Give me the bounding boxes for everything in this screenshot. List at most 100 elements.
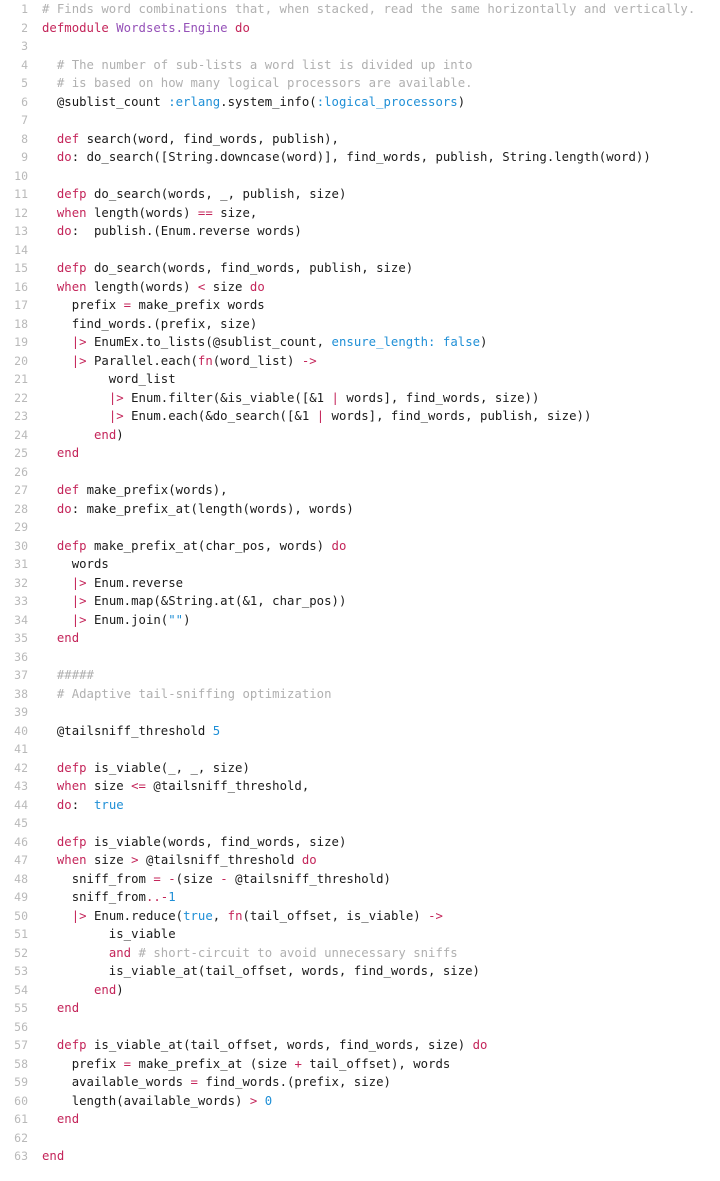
code-line-content[interactable]: do: do_search([String.downcase(word)], f… <box>42 148 720 167</box>
code-line-content[interactable]: |> Enum.map(&String.at(&1, char_pos)) <box>42 592 720 611</box>
code-line[interactable]: 5 # is based on how many logical process… <box>0 74 720 93</box>
code-line[interactable]: 34 |> Enum.join("") <box>0 611 720 630</box>
code-line[interactable]: 42 defp is_viable(_, _, size) <box>0 759 720 778</box>
code-line[interactable]: 62 <box>0 1129 720 1148</box>
code-line[interactable]: 18 find_words.(prefix, size) <box>0 315 720 334</box>
code-line[interactable]: 38 # Adaptive tail-sniffing optimization <box>0 685 720 704</box>
code-line[interactable]: 30 defp make_prefix_at(char_pos, words) … <box>0 537 720 556</box>
code-line-content[interactable]: is_viable_at(tail_offset, words, find_wo… <box>42 962 720 981</box>
code-line-content[interactable]: do: true <box>42 796 720 815</box>
code-line[interactable]: 33 |> Enum.map(&String.at(&1, char_pos)) <box>0 592 720 611</box>
code-line[interactable]: 3 <box>0 37 720 56</box>
code-line[interactable]: 28 do: make_prefix_at(length(words), wor… <box>0 500 720 519</box>
code-line-content[interactable] <box>42 1129 720 1148</box>
code-line-content[interactable]: def make_prefix(words), <box>42 481 720 500</box>
code-line-content[interactable]: defp do_search(words, _, publish, size) <box>42 185 720 204</box>
code-line-content[interactable]: available_words = find_words.(prefix, si… <box>42 1073 720 1092</box>
code-line[interactable]: 44 do: true <box>0 796 720 815</box>
code-line-content[interactable]: def search(word, find_words, publish), <box>42 130 720 149</box>
code-line[interactable]: 29 <box>0 518 720 537</box>
code-line[interactable]: 45 <box>0 814 720 833</box>
code-line-content[interactable]: find_words.(prefix, size) <box>42 315 720 334</box>
code-line-content[interactable]: |> Enum.reduce(true, fn(tail_offset, is_… <box>42 907 720 926</box>
code-line-content[interactable] <box>42 1018 720 1037</box>
code-line[interactable]: 58 prefix = make_prefix_at (size + tail_… <box>0 1055 720 1074</box>
code-line-content[interactable]: defp is_viable(words, find_words, size) <box>42 833 720 852</box>
code-line-content[interactable]: # Finds word combinations that, when sta… <box>42 0 720 19</box>
code-line-content[interactable]: when length(words) == size, <box>42 204 720 223</box>
code-line[interactable]: 36 <box>0 648 720 667</box>
code-line[interactable]: 57 defp is_viable_at(tail_offset, words,… <box>0 1036 720 1055</box>
code-line-content[interactable] <box>42 167 720 186</box>
code-line[interactable]: 11 defp do_search(words, _, publish, siz… <box>0 185 720 204</box>
code-line[interactable]: 19 |> EnumEx.to_lists(@sublist_count, en… <box>0 333 720 352</box>
code-line-content[interactable]: sniff_from = -(size - @tailsniff_thresho… <box>42 870 720 889</box>
code-line[interactable]: 4 # The number of sub-lists a word list … <box>0 56 720 75</box>
code-line-content[interactable]: defp is_viable(_, _, size) <box>42 759 720 778</box>
code-line-content[interactable]: end) <box>42 426 720 445</box>
code-line[interactable]: 49 sniff_from..-1 <box>0 888 720 907</box>
code-line-content[interactable]: length(available_words) > 0 <box>42 1092 720 1111</box>
code-line[interactable]: 9 do: do_search([String.downcase(word)],… <box>0 148 720 167</box>
code-line-content[interactable]: |> EnumEx.to_lists(@sublist_count, ensur… <box>42 333 720 352</box>
code-line-content[interactable]: @sublist_count :erlang.system_info(:logi… <box>42 93 720 112</box>
code-line[interactable]: 35 end <box>0 629 720 648</box>
code-line-content[interactable]: |> Enum.reverse <box>42 574 720 593</box>
code-line[interactable]: 12 when length(words) == size, <box>0 204 720 223</box>
code-line-content[interactable] <box>42 241 720 260</box>
code-line[interactable]: 37 ##### <box>0 666 720 685</box>
code-line[interactable]: 47 when size > @tailsniff_threshold do <box>0 851 720 870</box>
code-line[interactable]: 22 |> Enum.filter(&is_viable([&1 | words… <box>0 389 720 408</box>
code-line-content[interactable]: |> Enum.each(&do_search([&1 | words], fi… <box>42 407 720 426</box>
code-line[interactable]: 31 words <box>0 555 720 574</box>
code-line-content[interactable]: do: make_prefix_at(length(words), words) <box>42 500 720 519</box>
code-line[interactable]: 7 <box>0 111 720 130</box>
code-line[interactable]: 52 and # short-circuit to avoid unnecess… <box>0 944 720 963</box>
code-line-content[interactable]: when size > @tailsniff_threshold do <box>42 851 720 870</box>
code-line-content[interactable]: do: publish.(Enum.reverse words) <box>42 222 720 241</box>
code-line-content[interactable]: end <box>42 999 720 1018</box>
code-line-content[interactable]: end) <box>42 981 720 1000</box>
code-line-content[interactable] <box>42 814 720 833</box>
code-line-content[interactable]: @tailsniff_threshold 5 <box>42 722 720 741</box>
code-line[interactable]: 32 |> Enum.reverse <box>0 574 720 593</box>
code-line[interactable]: 60 length(available_words) > 0 <box>0 1092 720 1111</box>
code-line[interactable]: 6 @sublist_count :erlang.system_info(:lo… <box>0 93 720 112</box>
code-line[interactable]: 10 <box>0 167 720 186</box>
code-line[interactable]: 55 end <box>0 999 720 1018</box>
code-line[interactable]: 40 @tailsniff_threshold 5 <box>0 722 720 741</box>
code-line[interactable]: 61 end <box>0 1110 720 1129</box>
code-line-content[interactable]: # The number of sub-lists a word list is… <box>42 56 720 75</box>
code-line-content[interactable]: and # short-circuit to avoid unnecessary… <box>42 944 720 963</box>
code-line-content[interactable]: end <box>42 629 720 648</box>
code-line[interactable]: 59 available_words = find_words.(prefix,… <box>0 1073 720 1092</box>
code-line-content[interactable]: words <box>42 555 720 574</box>
code-line[interactable]: 26 <box>0 463 720 482</box>
code-line[interactable]: 41 <box>0 740 720 759</box>
code-line[interactable]: 8 def search(word, find_words, publish), <box>0 130 720 149</box>
code-line[interactable]: 21 word_list <box>0 370 720 389</box>
code-line[interactable]: 46 defp is_viable(words, find_words, siz… <box>0 833 720 852</box>
code-line[interactable]: 14 <box>0 241 720 260</box>
code-line-content[interactable] <box>42 463 720 482</box>
code-line-content[interactable]: end <box>42 1147 720 1166</box>
code-line-content[interactable]: |> Enum.join("") <box>42 611 720 630</box>
code-line[interactable]: 48 sniff_from = -(size - @tailsniff_thre… <box>0 870 720 889</box>
code-line[interactable]: 17 prefix = make_prefix words <box>0 296 720 315</box>
code-line-content[interactable]: |> Parallel.each(fn(word_list) -> <box>42 352 720 371</box>
code-line-content[interactable] <box>42 648 720 667</box>
code-line-content[interactable]: when size <= @tailsniff_threshold, <box>42 777 720 796</box>
code-line[interactable]: 24 end) <box>0 426 720 445</box>
code-line[interactable]: 27 def make_prefix(words), <box>0 481 720 500</box>
code-line[interactable]: 50 |> Enum.reduce(true, fn(tail_offset, … <box>0 907 720 926</box>
code-line-content[interactable]: defp do_search(words, find_words, publis… <box>42 259 720 278</box>
code-line-content[interactable]: when length(words) < size do <box>42 278 720 297</box>
code-line[interactable]: 16 when length(words) < size do <box>0 278 720 297</box>
code-line-content[interactable]: end <box>42 1110 720 1129</box>
code-line-content[interactable]: defp make_prefix_at(char_pos, words) do <box>42 537 720 556</box>
code-line-content[interactable] <box>42 111 720 130</box>
code-line[interactable]: 43 when size <= @tailsniff_threshold, <box>0 777 720 796</box>
code-line[interactable]: 25 end <box>0 444 720 463</box>
code-line[interactable]: 54 end) <box>0 981 720 1000</box>
